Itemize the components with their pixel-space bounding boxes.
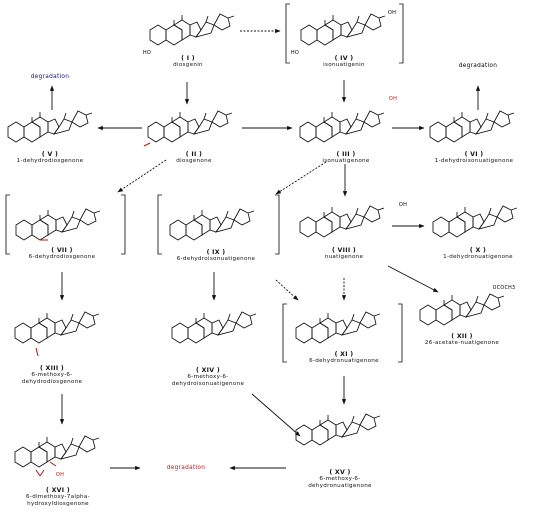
structure-vi bbox=[429, 110, 515, 143]
bracket-ix bbox=[157, 194, 280, 255]
oh-label-iv: OH bbox=[387, 10, 397, 16]
compound-v-label: ( V )1-dehydrodiosgenone bbox=[16, 151, 84, 165]
structure-x bbox=[432, 205, 518, 238]
compound-xii-label: ( XII )26-acetate-nuatigenone bbox=[424, 333, 500, 347]
structure-xii bbox=[419, 293, 505, 326]
compound-x-label: ( X )1-dehydronuatigenone bbox=[443, 247, 513, 261]
ho-label-i: HO bbox=[142, 50, 152, 56]
compound-ix-label: ( IX )6-dehydroisonuatigenone bbox=[176, 249, 256, 263]
structure-xiii bbox=[14, 311, 100, 344]
structure-ii bbox=[147, 110, 233, 143]
compound-vi-label: ( VI )1-dehydroisonuatigenone bbox=[434, 151, 514, 165]
bracket-vii bbox=[5, 194, 126, 255]
structure-ix bbox=[169, 208, 255, 241]
structure-xiv bbox=[171, 311, 257, 344]
structure-v bbox=[7, 110, 93, 143]
degradation-label-top-right: degradation bbox=[458, 63, 498, 69]
compound-xv-label: ( XV )6-methoxy-6-dehydronuatigenone bbox=[308, 469, 372, 489]
structure-xvi bbox=[14, 435, 100, 468]
structure-i bbox=[149, 13, 235, 46]
bracket-iv bbox=[285, 3, 404, 64]
compound-xi-label: ( XI )6-dehydronuatigenone bbox=[309, 351, 379, 365]
compound-iii-label: ( III )isonuatigenone bbox=[322, 151, 370, 165]
reaction-arrows bbox=[49, 28, 481, 471]
oh-label-iii: OH bbox=[388, 96, 398, 102]
structure-viii bbox=[299, 205, 385, 238]
degradation-label-top-left: degradation bbox=[30, 74, 70, 80]
structure-iii bbox=[299, 110, 385, 143]
oh-label-xvi: OH bbox=[55, 472, 65, 478]
oh-label-viii: OH bbox=[398, 202, 408, 208]
structure-iv bbox=[300, 13, 386, 46]
compound-xvi-label: ( XVI )6-dimethoxy-7alpha-hydroxyldiosge… bbox=[26, 487, 90, 507]
ococh3-label: OCOCH3 bbox=[492, 286, 516, 291]
structure-vii bbox=[15, 208, 101, 241]
compound-ii-label: ( II )diosgenone bbox=[176, 151, 212, 165]
compound-i-label: ( I )diosgenin bbox=[173, 55, 203, 69]
compound-vii-label: ( VII )6-dehydrodiosgenone bbox=[28, 247, 96, 261]
compound-iv-label: ( IV )isonuatigenin bbox=[323, 55, 365, 69]
compound-viii-label: ( VIII )nuatigenone bbox=[324, 247, 364, 261]
bracket-xi bbox=[282, 303, 403, 363]
structure-xi bbox=[295, 311, 381, 344]
degradation-label-bottom: degradation bbox=[166, 465, 206, 471]
red-highlights bbox=[35, 142, 151, 477]
structure-xv bbox=[295, 413, 381, 446]
compound-xiv-label: ( XIV )6-methoxy-6-dehydroisonuatigenone bbox=[171, 367, 245, 387]
ho-label-iv: HO bbox=[290, 50, 300, 56]
compound-xiii-label: ( XIII )6-methoxy-6-dehydrodiosgenone bbox=[21, 365, 83, 385]
